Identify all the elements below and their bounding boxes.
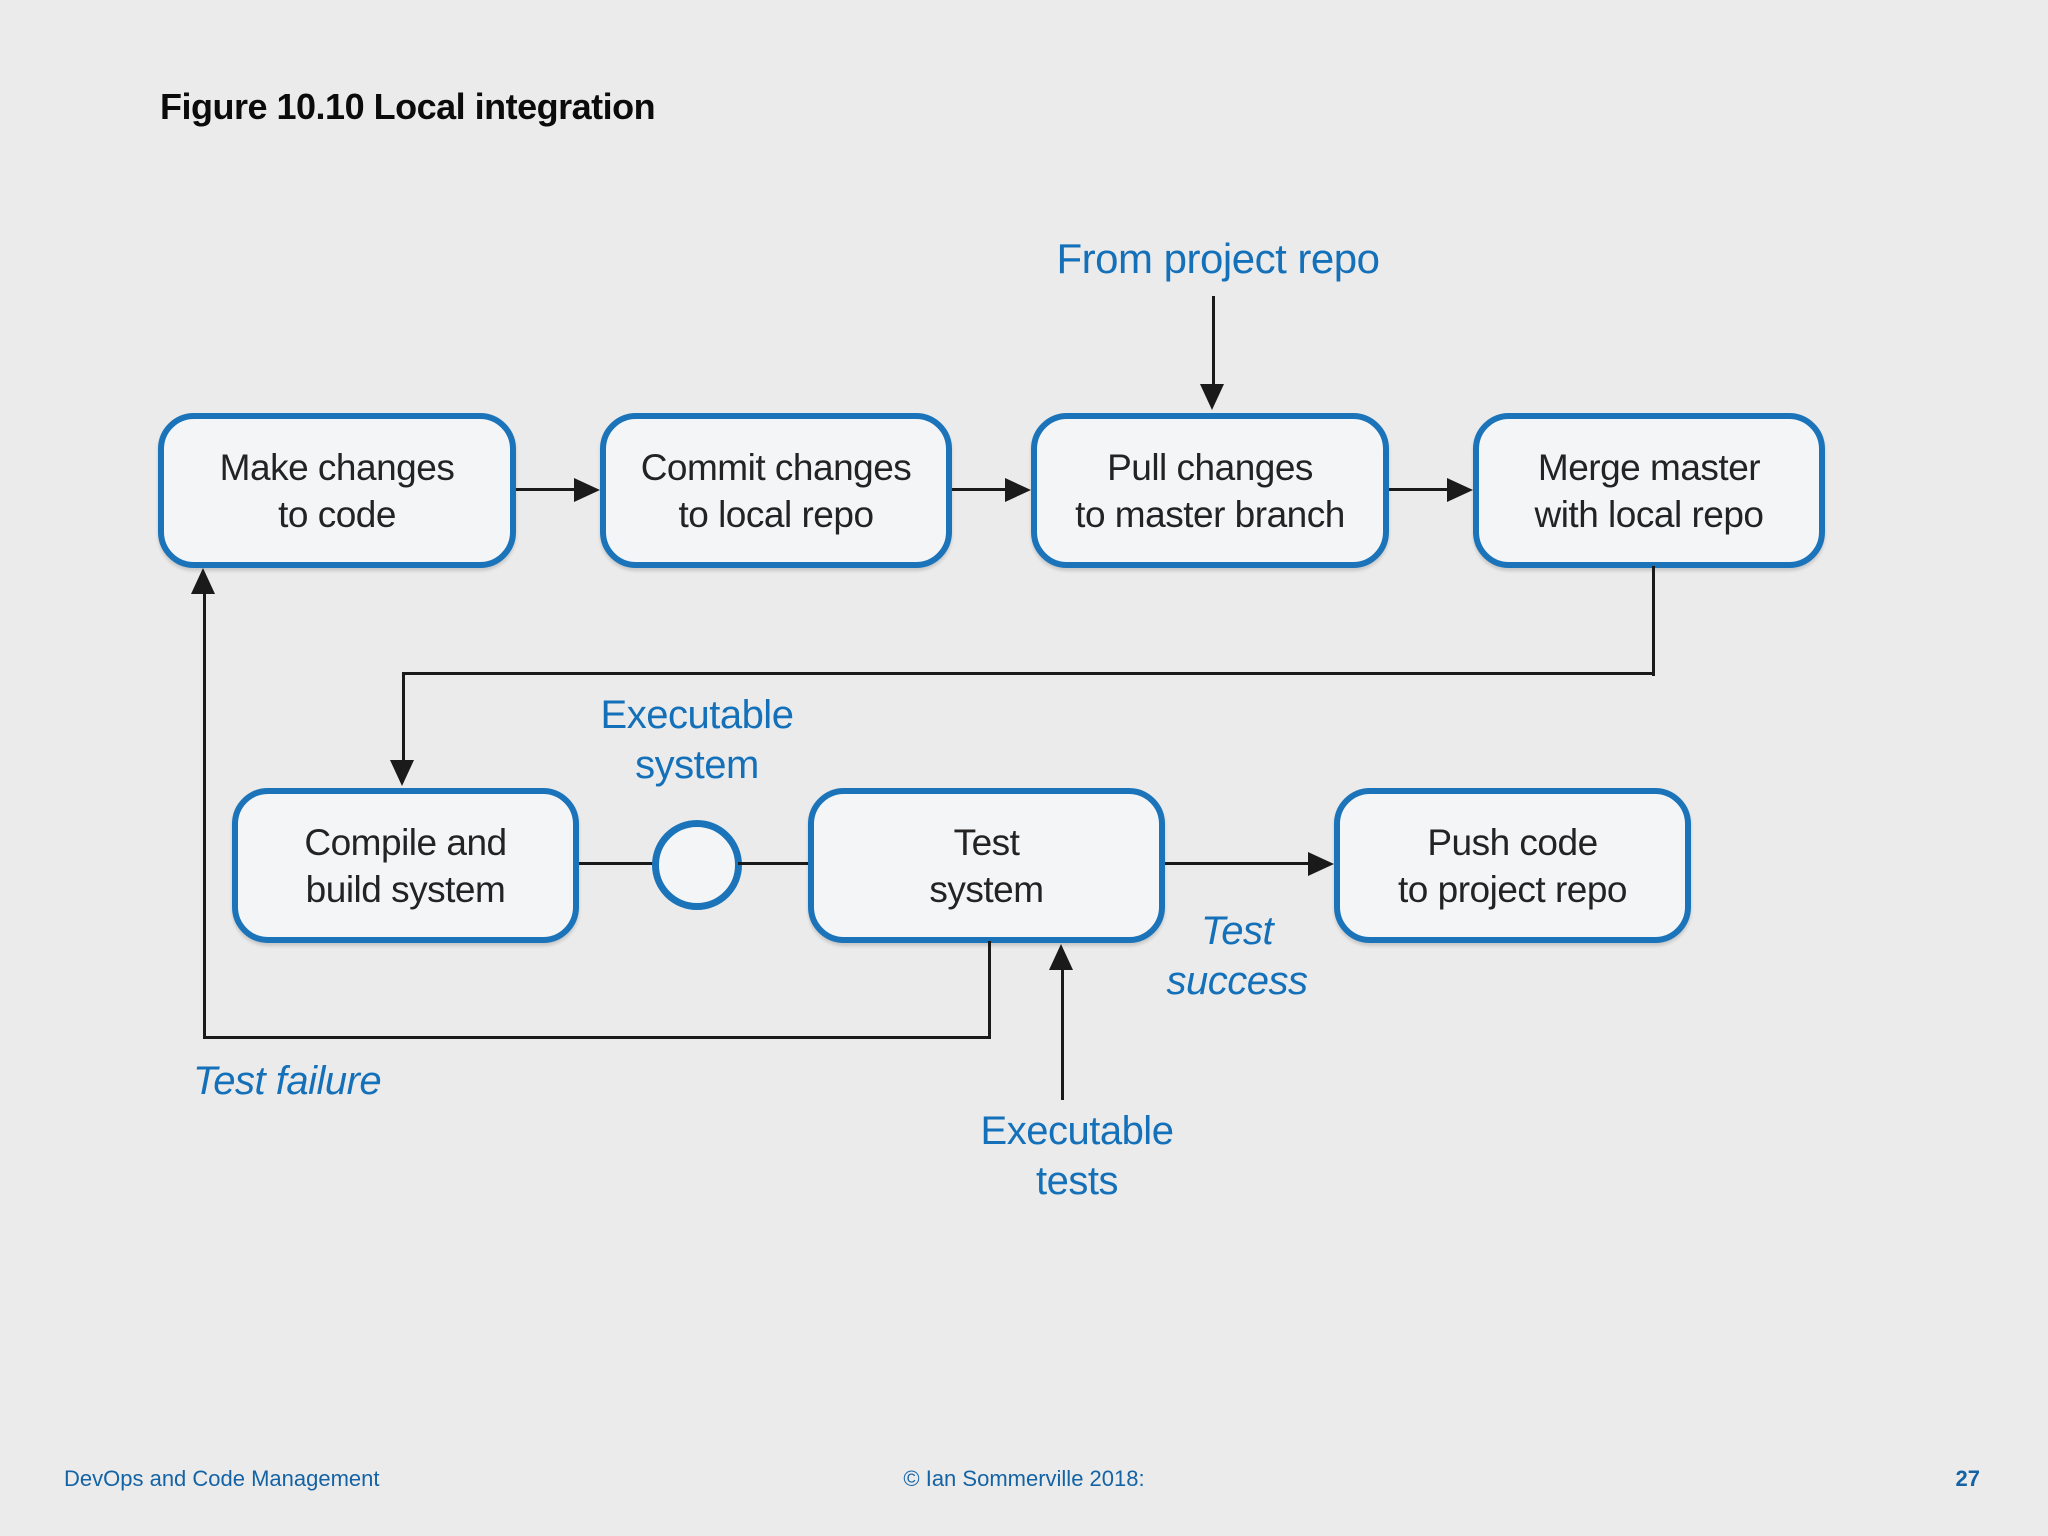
label-executable-tests-line1: Executable [980, 1109, 1174, 1153]
label-executable-tests: Executable tests [927, 1106, 1227, 1206]
node-label-line: to project repo [1397, 868, 1628, 910]
flow-node-commit-changes: Commit changes to local repo [600, 413, 952, 568]
line-commit-to-pull [952, 488, 1008, 491]
node-label-line: build system [305, 868, 506, 910]
line-merge-down [1652, 566, 1655, 676]
node-label-line: to master branch [1075, 493, 1345, 535]
footer-course-title: DevOps and Code Management [64, 1466, 380, 1491]
line-test-to-push [1165, 862, 1311, 865]
flow-node-compile-build: Compile and build system [232, 788, 579, 943]
flow-node-make-changes: Make changes to code [158, 413, 516, 568]
line-pull-to-merge [1389, 488, 1450, 491]
line-failure-across [203, 1036, 991, 1039]
label-test-success-line2: success [1166, 959, 1309, 1003]
arrowhead-make-to-commit [574, 478, 600, 502]
flow-node-merge-master: Merge master with local repo [1473, 413, 1825, 568]
arrowhead-into-compile [390, 760, 414, 786]
arrowhead-test-to-push [1308, 852, 1334, 876]
node-label-line: Commit changes [640, 446, 912, 488]
node-label-line: Pull changes [1107, 446, 1313, 488]
label-test-success-line1: Test [1200, 909, 1274, 953]
node-label-line: system [929, 868, 1044, 910]
flow-node-test-system: Test system [808, 788, 1165, 943]
label-executable-system: Executable system [547, 690, 847, 790]
node-label-line: to code [278, 493, 396, 535]
node-label-line: Push code [1427, 821, 1598, 863]
arrowhead-from-repo [1200, 384, 1224, 410]
arrowhead-commit-to-pull [1005, 478, 1031, 502]
line-make-to-commit [516, 488, 578, 491]
node-label-line: with local repo [1534, 493, 1764, 535]
executable-system-circle [652, 820, 742, 910]
label-executable-tests-line2: tests [1036, 1159, 1118, 1203]
line-circle-to-test [738, 862, 810, 865]
line-compile-to-circle [579, 862, 655, 865]
arrowhead-pull-to-merge [1447, 478, 1473, 502]
figure-title: Figure 10.10 Local integration [160, 86, 656, 127]
label-test-failure: Test failure [193, 1059, 382, 1103]
line-failure-down [988, 941, 991, 1039]
label-from-project-repo: From project repo [1056, 235, 1380, 282]
node-label-line: to local repo [678, 493, 874, 535]
line-executable-tests [1061, 968, 1064, 1100]
line-from-repo [1212, 296, 1215, 388]
label-test-success: Test success [1087, 906, 1387, 1006]
node-label-line: Test [953, 821, 1020, 863]
label-executable-system-line1: Executable [600, 693, 794, 737]
line-failure-up [203, 592, 206, 1039]
label-executable-system-line2: system [635, 743, 759, 787]
arrowhead-failure-into-make-changes [191, 568, 215, 594]
footer-page-number: 27 [1955, 1466, 1980, 1491]
arrowhead-executable-tests [1049, 944, 1073, 970]
node-label-line: Merge master [1537, 446, 1761, 488]
line-into-compile [402, 672, 405, 764]
node-label-line: Compile and [304, 821, 507, 863]
node-label-line: Make changes [219, 446, 455, 488]
line-merge-across [402, 672, 1655, 675]
flow-node-push-code: Push code to project repo [1334, 788, 1691, 943]
footer-copyright: © Ian Sommerville 2018: [903, 1466, 1145, 1491]
flow-node-pull-changes: Pull changes to master branch [1031, 413, 1389, 568]
